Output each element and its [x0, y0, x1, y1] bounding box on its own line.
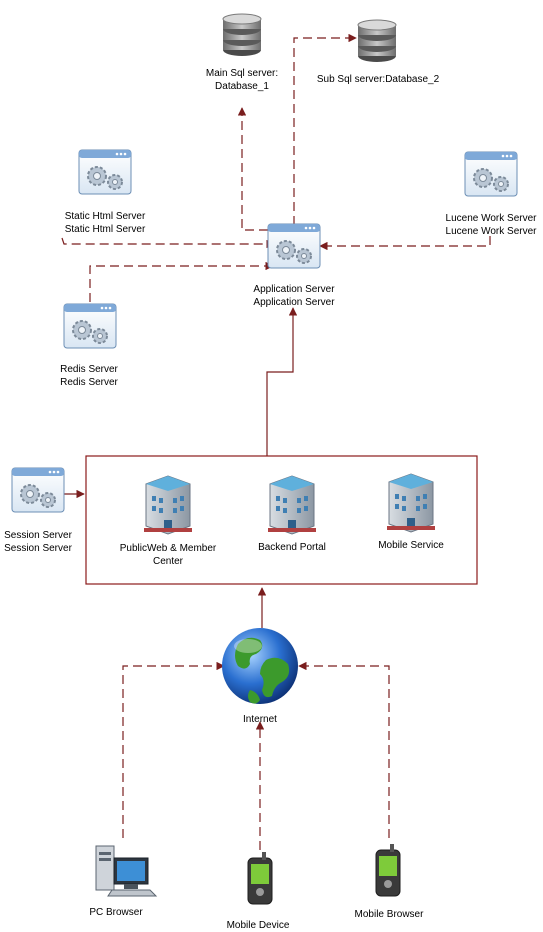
server-window-icon — [267, 223, 321, 269]
mobile-device-node[interactable]: Mobile Device — [227, 851, 290, 931]
session-label-2: Session Server — [4, 543, 72, 554]
connector-app-to-main-db — [237, 107, 268, 231]
internet-label: Internet — [243, 714, 277, 725]
backend-portal-node[interactable]: Backend Portal — [258, 475, 326, 553]
web-tier-frame — [85, 455, 478, 585]
internet-node[interactable]: Internet — [222, 628, 298, 725]
sub-db-node[interactable]: Sub Sql server:Database_2 — [317, 19, 440, 85]
mobile-device-label: Mobile Device — [227, 920, 290, 931]
mobile-browser-node[interactable]: Mobile Browser — [355, 843, 425, 920]
connector-pc-to-internet — [122, 661, 225, 838]
public-web-label-1: PublicWeb & Member — [120, 543, 217, 554]
building-icon — [143, 475, 193, 535]
main-db-label-1: Main Sql server: — [206, 68, 278, 79]
redis-label-1: Redis Server — [60, 364, 118, 375]
server-window-icon — [464, 151, 518, 197]
server-window-icon — [11, 467, 65, 513]
application-server-node[interactable]: Application Server Application Server — [253, 223, 335, 308]
app-server-label-1: Application Server — [253, 284, 335, 295]
mobile-phone-icon — [375, 843, 401, 897]
pc-browser-node[interactable]: PC Browser — [89, 845, 158, 918]
connector-frame-to-app — [266, 307, 298, 456]
connector-mobile-browser-to-internet — [298, 661, 390, 838]
connector-static-to-app — [61, 237, 275, 249]
connector-lucene-to-app — [319, 236, 491, 251]
session-label-1: Session Server — [4, 530, 72, 541]
static-html-label-2: Static Html Server — [65, 224, 146, 235]
redis-label-2: Redis Server — [60, 377, 118, 388]
database-icon — [222, 13, 262, 57]
sub-db-label: Sub Sql server:Database_2 — [317, 74, 440, 85]
mobile-browser-label: Mobile Browser — [355, 909, 425, 920]
main-db-label-2: Database_1 — [215, 81, 269, 92]
mobile-service-node[interactable]: Mobile Service — [378, 473, 444, 551]
building-icon — [267, 475, 317, 535]
lucene-label-1: Lucene Work Server — [446, 213, 538, 224]
static-html-server-node[interactable]: Static Html Server Static Html Server — [65, 149, 146, 235]
lucene-server-node[interactable]: Lucene Work Server Lucene Work Server — [446, 151, 538, 237]
globe-icon — [222, 628, 298, 704]
connector-redis-to-app — [89, 261, 274, 302]
app-server-label-2: Application Server — [253, 297, 335, 308]
server-window-icon — [78, 149, 132, 195]
lucene-label-2: Lucene Work Server — [446, 226, 538, 237]
static-html-label-1: Static Html Server — [65, 211, 146, 222]
server-window-icon — [63, 303, 117, 349]
connector-app-to-sub-db — [293, 33, 357, 225]
mobile-service-label: Mobile Service — [378, 540, 444, 551]
mobile-phone-icon — [247, 851, 273, 905]
public-web-label-2: Center — [153, 556, 184, 567]
session-server-node[interactable]: Session Server Session Server — [4, 467, 73, 554]
public-web-node[interactable]: PublicWeb & Member Center — [120, 475, 217, 567]
pc-icon — [95, 845, 158, 897]
building-icon — [386, 473, 436, 533]
redis-server-node[interactable]: Redis Server Redis Server — [60, 303, 119, 388]
main-db-node[interactable]: Main Sql server: Database_1 — [206, 13, 278, 92]
pc-browser-label: PC Browser — [89, 907, 143, 918]
database-icon — [357, 19, 397, 63]
connectors — [61, 33, 491, 850]
backend-portal-label: Backend Portal — [258, 542, 326, 553]
